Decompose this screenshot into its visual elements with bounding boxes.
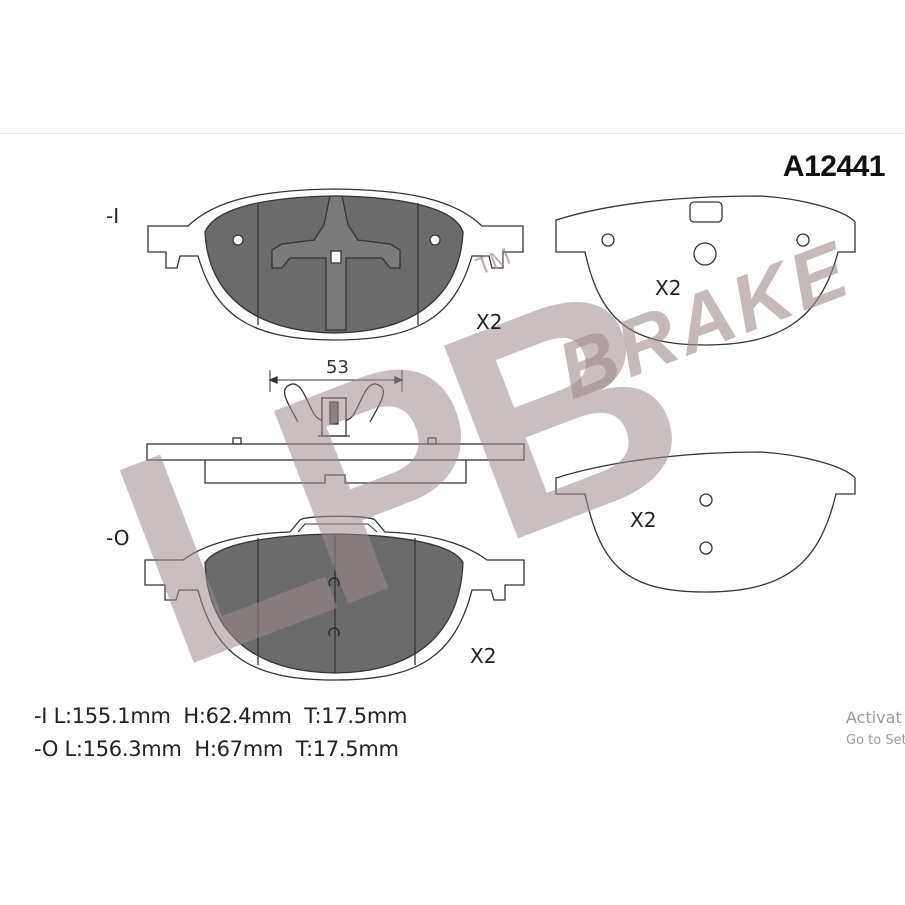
spec-code: -O [34, 737, 59, 761]
shim-top [555, 195, 856, 346]
spec-row-inner: -I L:155.1mm H:62.4mm T:17.5mm [34, 700, 407, 733]
spec-text: L:156.3mm H:67mm T:17.5mm [64, 737, 399, 761]
inner-backing-plate [147, 188, 524, 341]
outer-code-label: -O [106, 526, 130, 550]
outer-backing-plate [144, 515, 525, 681]
qty-shim-top: X2 [655, 276, 682, 300]
inner-hole-right [429, 234, 441, 246]
side-friction-block [204, 460, 467, 484]
spec-text: L:155.1mm H:62.4mm T:17.5mm [53, 704, 408, 728]
header-divider [0, 133, 905, 134]
watermark-line-1: Activat [846, 708, 902, 727]
side-backing-plate [146, 443, 525, 461]
logo-letters: LPB [78, 218, 715, 730]
clip-dimension-label: 53 [326, 357, 349, 378]
windows-activation-watermark: Activat Go to Set [846, 708, 905, 748]
spec-list: -I L:155.1mm H:62.4mm T:17.5mm -O L:156.… [34, 700, 407, 766]
qty-shim-bottom: X2 [630, 508, 657, 532]
inner-code-label: -I [106, 204, 120, 228]
outer-friction-material [204, 533, 464, 674]
qty-inner-pad: X2 [476, 310, 503, 334]
inner-hole-left [232, 234, 244, 246]
part-number: A12441 [782, 150, 886, 183]
outer-pad [144, 515, 525, 681]
side-view [146, 370, 525, 484]
shim-bottom [555, 451, 856, 593]
inner-pad [147, 188, 524, 341]
shim-top-tab [689, 201, 723, 223]
qty-outer-pad: X2 [470, 644, 497, 668]
watermark-line-2: Go to Set [846, 733, 905, 748]
spec-code: -I [34, 704, 48, 728]
spec-row-outer: -O L:156.3mm H:67mm T:17.5mm [34, 733, 407, 766]
